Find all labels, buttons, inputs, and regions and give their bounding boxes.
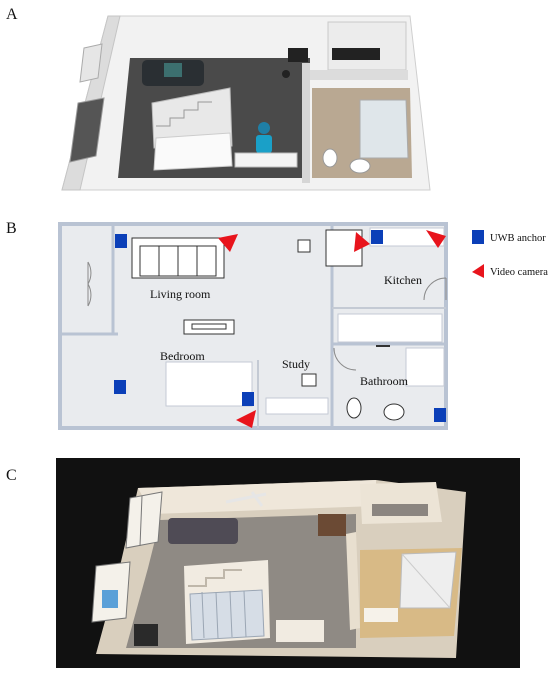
room-label-bathroom: Bathroom: [360, 374, 409, 388]
panel-label-b: B: [6, 220, 17, 237]
legend-video-camera: Video camera: [490, 267, 548, 278]
legend-uwb-anchor: UWB anchor: [490, 233, 546, 244]
legend: UWB anchor Video camera: [472, 230, 548, 278]
uwb-anchor-marker: [371, 230, 383, 244]
uwb-anchor-marker: [114, 380, 126, 394]
apartment-3d-render: [61, 15, 431, 191]
panel-label-c: C: [6, 467, 17, 484]
room-label-study: Study: [282, 357, 310, 371]
video-camera-marker: [426, 230, 446, 248]
apartment-3d-scan: [56, 458, 520, 668]
floor-plan: Living room Kitchen Bedroom Study Bathro…: [58, 222, 448, 430]
window-render: [69, 97, 105, 163]
bed-scan: [189, 589, 265, 641]
legend-uwb-swatch: [472, 230, 484, 244]
room-label-living-room: Living room: [150, 287, 211, 301]
bed-symbol: [165, 361, 253, 407]
person-render: [258, 122, 270, 134]
room-label-kitchen: Kitchen: [384, 273, 422, 287]
legend-camera-swatch: [472, 264, 484, 278]
sofa-symbol: [131, 237, 225, 279]
panel-label-a: A: [6, 6, 18, 23]
sofa-scan: [168, 518, 238, 544]
video-camera-marker: [236, 410, 256, 428]
bed-render: [153, 132, 233, 171]
uwb-anchor-marker: [434, 408, 446, 422]
room-label-bedroom: Bedroom: [160, 349, 205, 363]
video-camera-marker: [218, 234, 238, 252]
uwb-anchor-marker: [115, 234, 127, 248]
uwb-anchor-marker: [242, 392, 254, 406]
video-camera-marker: [354, 232, 370, 252]
